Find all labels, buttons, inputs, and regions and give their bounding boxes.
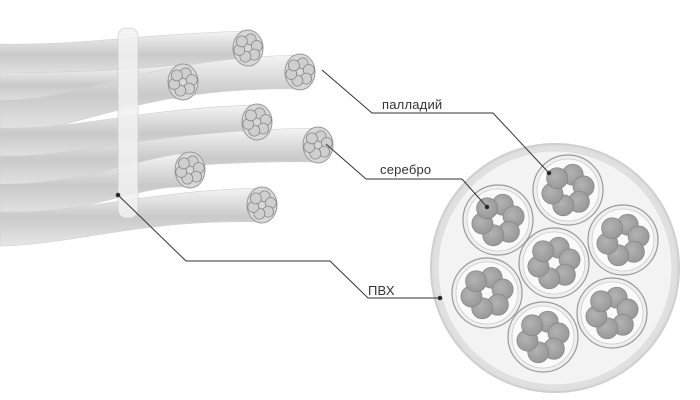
cable-band <box>117 27 139 219</box>
silver-wire <box>532 240 555 263</box>
label-silver: серебро <box>380 162 432 177</box>
leader-dot <box>484 204 490 210</box>
leader-lines <box>115 69 552 301</box>
silver-wire <box>601 217 624 240</box>
strand-wire <box>177 157 190 170</box>
leader-palladium <box>321 69 550 174</box>
strand-wire <box>287 59 300 72</box>
leader-silver <box>325 143 488 208</box>
strand-wire <box>249 192 262 205</box>
strand-wire <box>170 69 183 82</box>
leader-pvc <box>117 194 440 299</box>
leader-dot <box>115 192 121 198</box>
cable-bundle-photo <box>0 27 334 247</box>
cross-section <box>430 143 680 393</box>
label-pvc: ПВХ <box>368 283 395 298</box>
leader-dot <box>546 170 552 176</box>
leader-dot <box>437 295 443 301</box>
strand-wire <box>244 109 257 122</box>
strand-wire <box>235 35 248 48</box>
silver-wire <box>590 290 613 313</box>
silver-wire <box>465 270 488 293</box>
strand-wire <box>305 132 318 145</box>
silver-wire <box>546 167 569 190</box>
silver-wire <box>521 314 544 337</box>
label-palladium: палладий <box>382 97 443 112</box>
